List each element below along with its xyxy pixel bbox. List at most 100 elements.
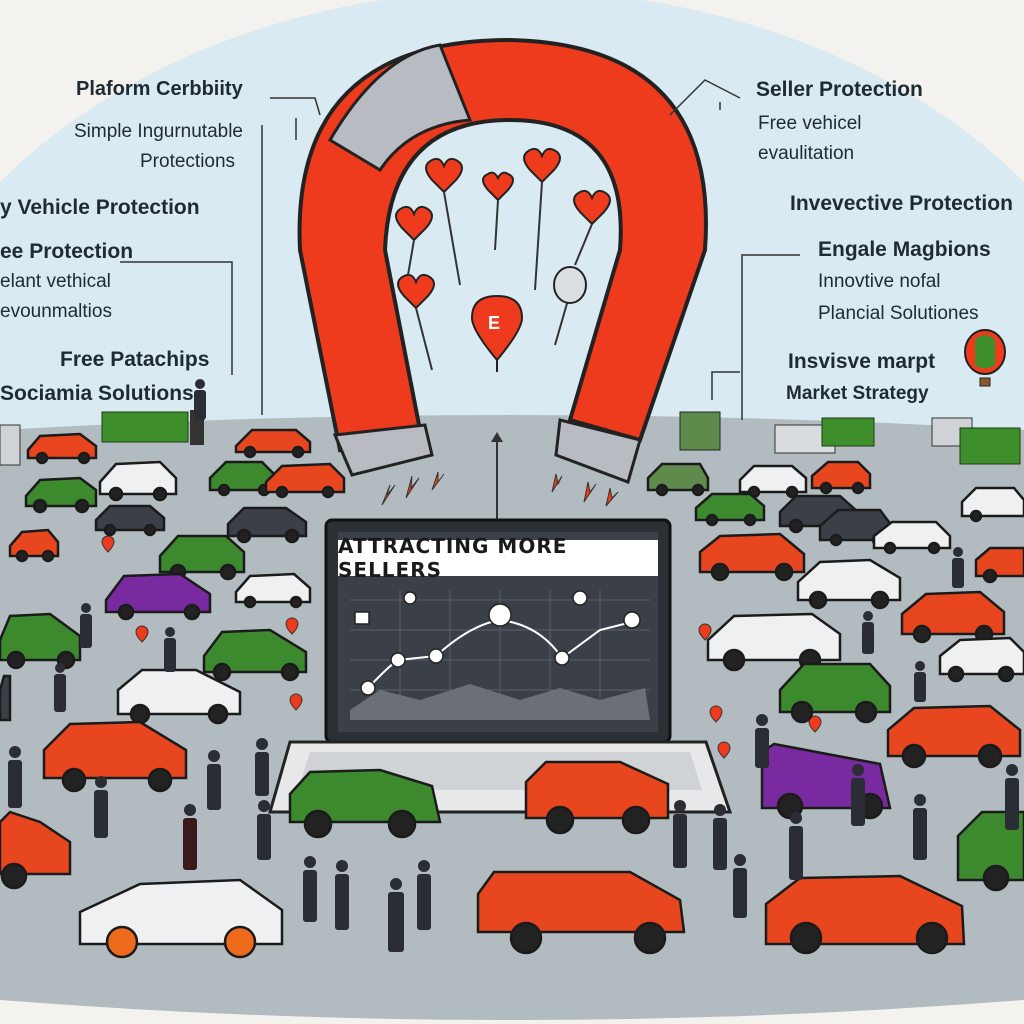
location-pin-icon [698,623,712,641]
location-pins [101,535,822,759]
car-icon [810,460,872,495]
cars [0,428,1024,959]
euro-symbol: E [488,313,501,333]
car-icon [26,432,98,465]
person-icon [54,663,66,712]
left-heading-4: Free Patachips [60,348,210,371]
person-icon [417,860,431,930]
right-heading-3: Engale Magbions [818,238,991,261]
car-icon [886,704,1022,769]
balloon-pin-icon [553,266,587,304]
person-icon [755,714,769,768]
heart-pin-icon [425,157,463,194]
car-icon [116,668,242,725]
right-heading-5: Market Strategy [786,383,929,404]
location-pin-icon [101,535,115,553]
heart-pin-icon [523,147,561,184]
car-icon [234,428,312,459]
label-connectors [120,79,800,420]
person-icon [207,750,221,810]
car-icon [796,558,902,610]
magnet-icon [297,37,708,484]
person-icon [733,854,747,918]
left-sub-3b: evounmaltios [0,301,112,322]
right-heading-1: Seller Protection [756,78,923,101]
banner-title: ATTRACTING MORE SELLERS [338,534,658,582]
horizon-vehicles-right [679,411,1021,465]
car-icon [0,810,72,890]
left-heading-1: Plaform Cerbbiity [76,78,243,100]
screen-graph [350,590,650,720]
car-icon [872,520,952,555]
car-icon [98,460,178,502]
car-icon [960,486,1024,523]
car-icon [78,878,284,959]
car-icon [900,590,1006,644]
heart-pin-icon [482,171,514,202]
person-icon [952,547,964,588]
car-icon [104,572,212,621]
person-icon [94,776,108,838]
right-sub-1a: Free vehicel [758,113,862,134]
person-icon [255,738,269,796]
right-sub-3a: Innovtive nofal [818,271,941,292]
car-icon [0,674,12,722]
car-icon [698,532,806,582]
person-icon [1005,764,1019,830]
left-sub-1b: Protections [140,151,236,172]
person-icon [80,603,92,648]
person-icon [851,764,865,826]
car-icon [764,874,966,955]
person-icon [164,627,176,672]
car-icon [778,662,892,724]
location-pin-icon [709,705,723,723]
location-pin-icon [285,617,299,635]
car-icon [476,870,686,955]
car-icon [24,476,98,514]
car-icon [938,636,1024,683]
heart-pin-icon [397,273,435,310]
person-icon [183,804,197,870]
person-icon [194,379,206,420]
car-icon [202,628,308,682]
left-sub-1a: Simple Ingurnutable [74,121,243,142]
car-icon [524,760,670,835]
spark-icons [381,471,619,507]
left-heading-2: y Vehicle Protection [0,196,200,219]
location-pin-icon [135,625,149,643]
heart-pin-icon [395,205,433,242]
car-icon [974,546,1024,584]
person-icon [862,611,874,654]
car-icon [264,462,346,499]
car-icon [738,464,808,499]
location-pin-icon [717,741,731,759]
right-sub-1b: evaulitation [758,143,855,164]
people [8,379,1019,952]
car-icon [694,492,766,527]
car-icon [226,506,308,544]
heart-pins [395,147,611,310]
car-icon [42,720,188,793]
car-icon [8,528,60,563]
left-heading-3: ee Protection [0,240,134,263]
person-icon [257,800,271,860]
person-icon [335,860,349,930]
hot-air-balloon-icon [964,329,1006,387]
car-icon [288,768,442,839]
person-icon [303,856,317,922]
left-sub-3a: elant vethical [0,271,111,292]
location-pin-icon [289,693,303,711]
person-icon [8,746,22,808]
car-icon [234,572,312,609]
right-heading-2: Invevective Protection [790,192,1013,215]
person-icon [914,661,926,702]
person-icon [713,804,727,870]
car-icon [94,504,166,537]
car-icon [646,462,710,497]
person-icon [673,800,687,868]
right-heading-4: Insvisve marpt [788,350,936,373]
euro-pin-icon [470,294,524,372]
car-icon [0,612,82,670]
